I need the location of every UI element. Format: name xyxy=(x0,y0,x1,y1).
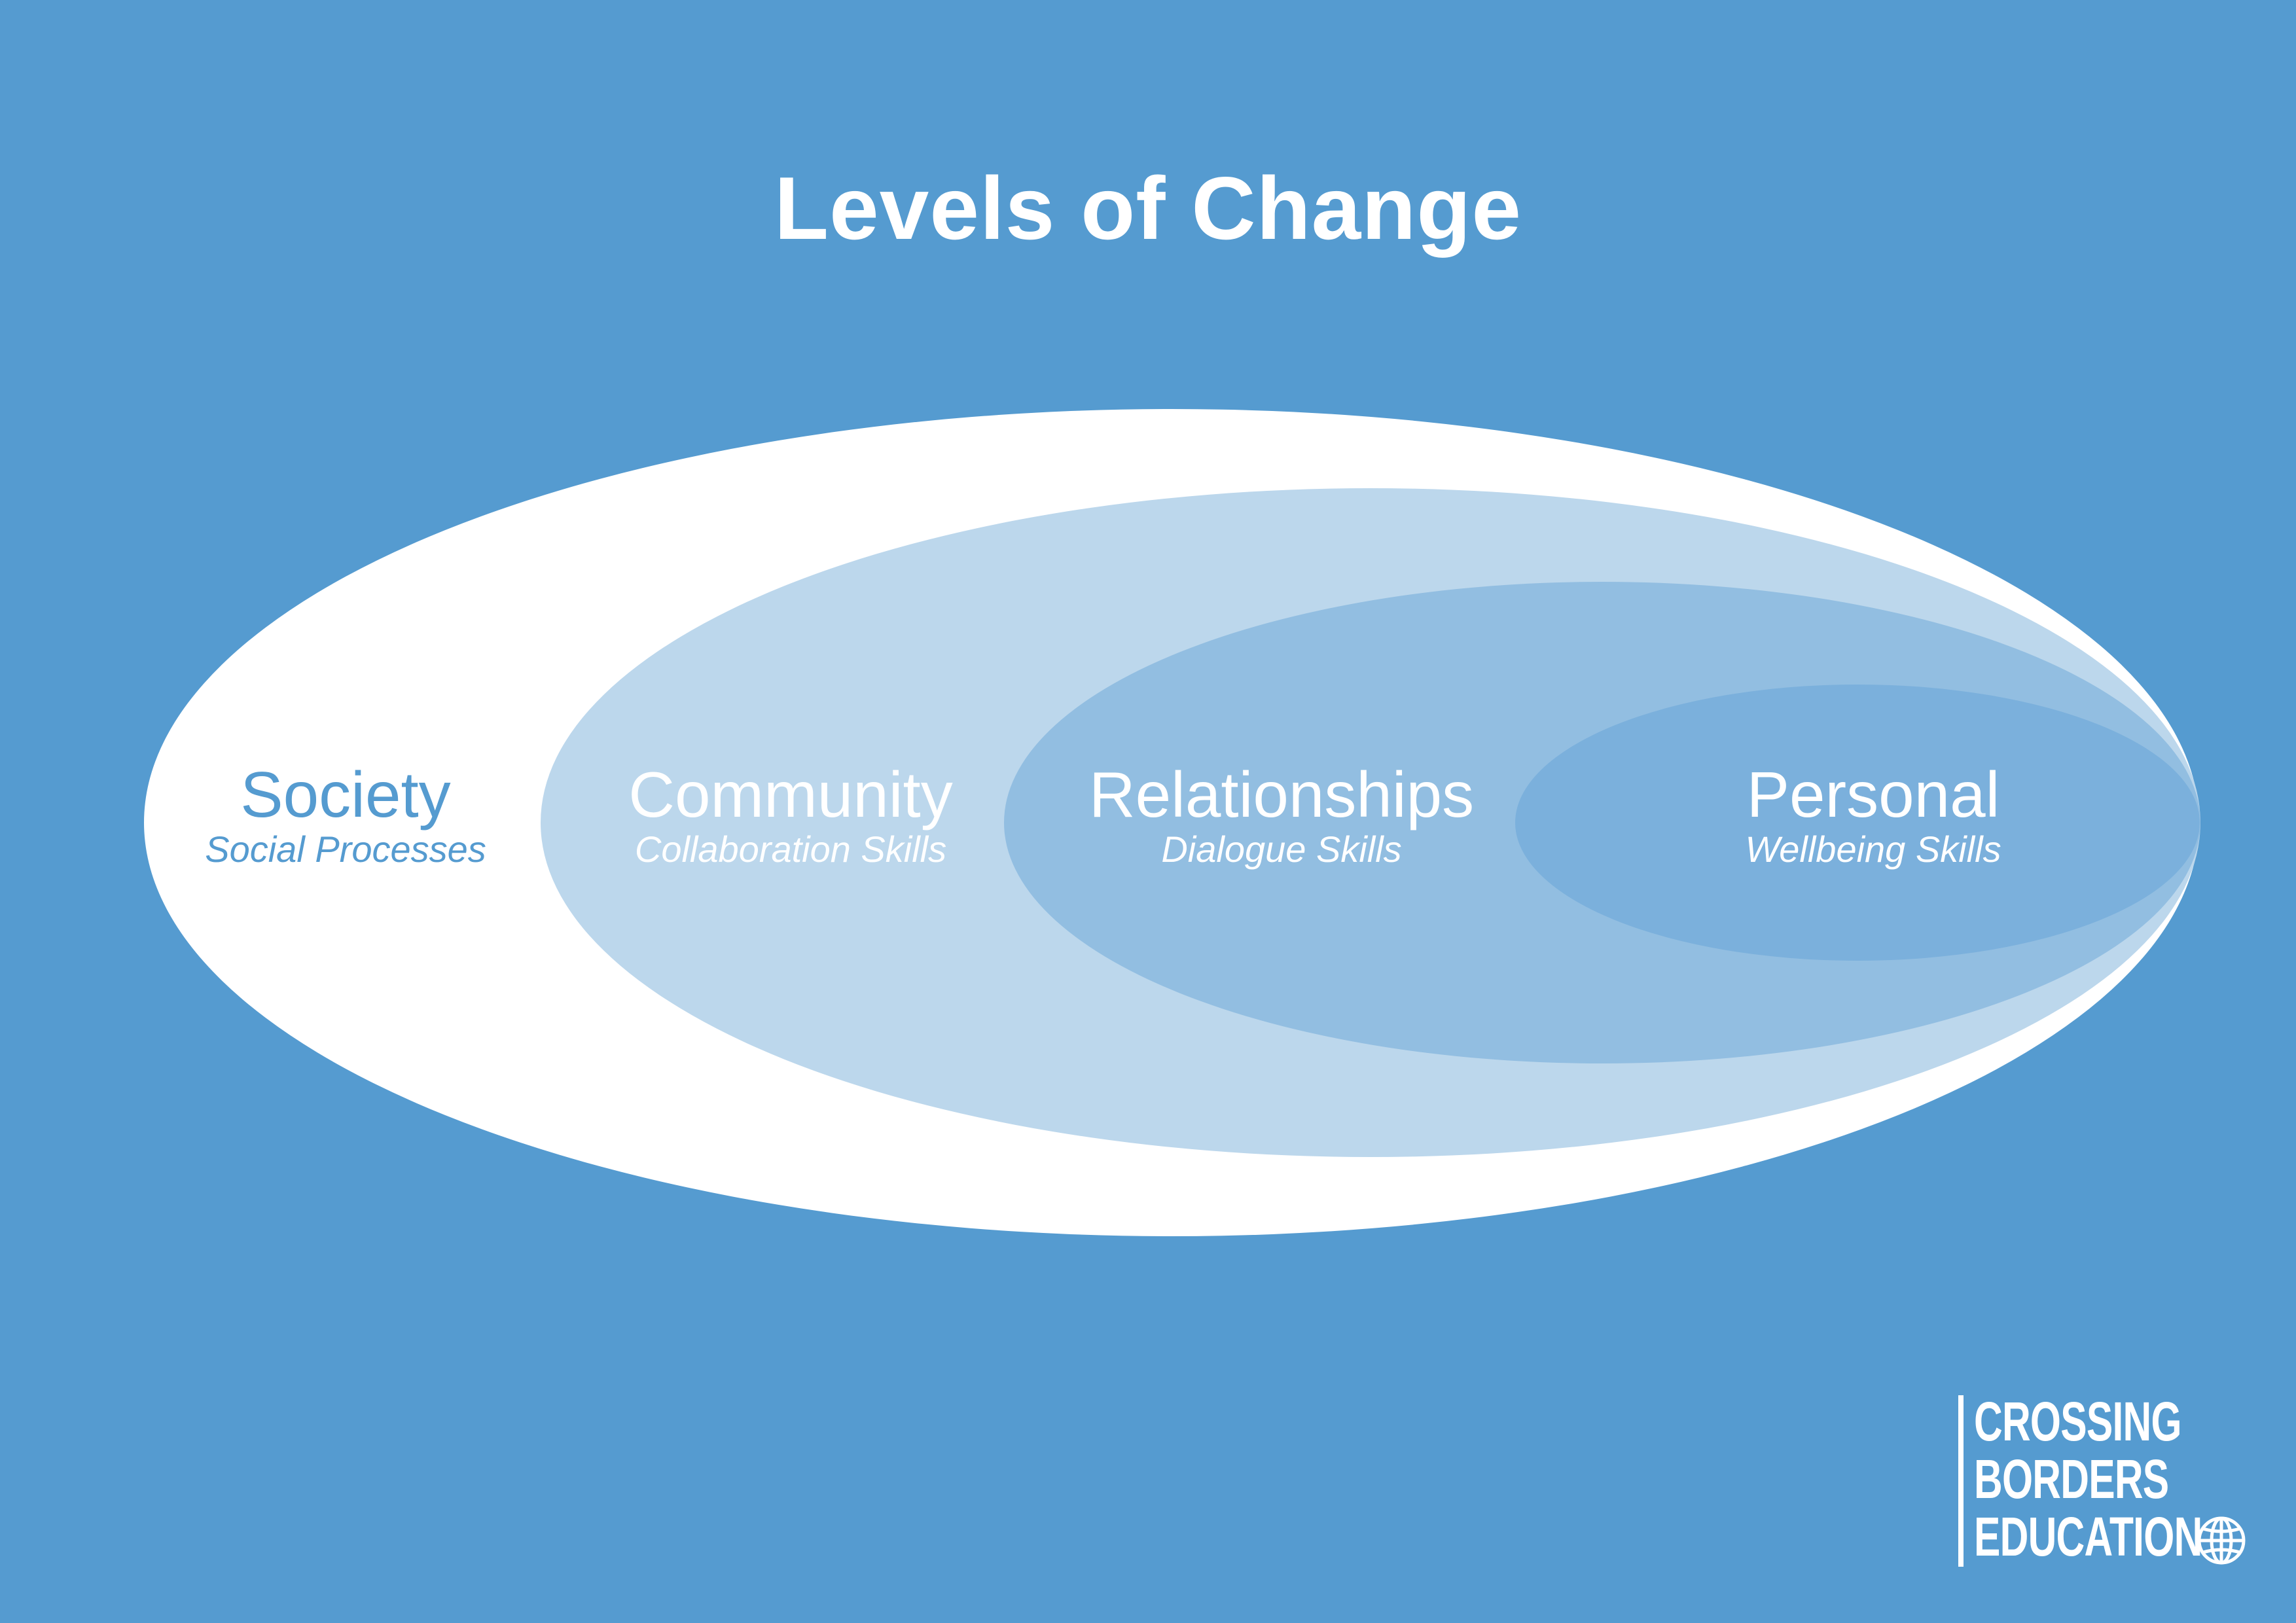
personal-label: Personal Wellbeing Skills xyxy=(1745,761,2001,870)
relationships-subtitle: Dialogue Skills xyxy=(1161,828,1402,870)
community-label: Community Collaboration Skills xyxy=(628,761,953,870)
logo-line-1: CROSSING xyxy=(1974,1391,2182,1452)
community-subtitle: Collaboration Skills xyxy=(634,828,947,870)
society-label: Society Social Processes xyxy=(205,761,486,870)
relationships-name: Relationships xyxy=(1088,758,1475,830)
logo-wordmark: CROSSING BORDERS EDUCATION xyxy=(1974,1393,2202,1565)
page-title: Levels of Change xyxy=(774,158,1522,258)
personal-name: Personal xyxy=(1746,758,2000,830)
globe-icon xyxy=(2197,1516,2246,1565)
logo-line-2: BORDERS xyxy=(1974,1448,2169,1510)
community-name: Community xyxy=(628,758,953,830)
personal-ellipse xyxy=(1515,685,2200,961)
relationships-label: Relationships Dialogue Skills xyxy=(1089,761,1474,870)
logo-bar xyxy=(1958,1395,1964,1567)
personal-subtitle: Wellbeing Skills xyxy=(1745,828,2001,870)
crossing-borders-education-logo: CROSSING BORDERS EDUCATION xyxy=(1958,1393,2259,1569)
society-name: Society xyxy=(240,758,451,830)
logo-line-3: EDUCATION xyxy=(1974,1506,2202,1567)
society-subtitle: Social Processes xyxy=(205,828,486,870)
